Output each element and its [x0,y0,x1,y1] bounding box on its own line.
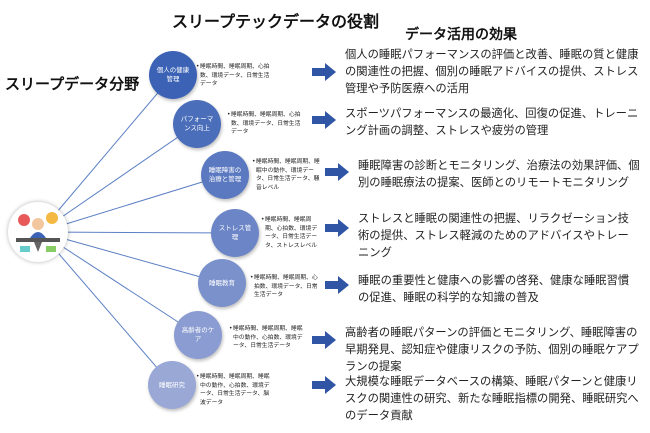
effects-title: データ活用の効果 [405,27,517,43]
role-label: 睡眠教育 [209,278,235,287]
data-types: 睡眠時間、睡眠周期、睡眠中の動作、心拍数、環境データ、日常生活データ、脳波データ [196,373,272,407]
connector-line [39,174,226,233]
sleep-data-hub-illustration [8,202,68,262]
role-label: 高齢者のケア [181,326,215,343]
right-arrow-icon [312,376,336,394]
data-types: 睡眠時間、睡眠周期、心拍数、環境データ、日常生活データ [227,111,303,137]
role-circle: 睡眠障害の治療と管理 [201,151,249,199]
role-label: 睡眠障害の治療と管理 [208,166,242,183]
data-types: 睡眠時間、睡眠周期、睡眠中の動作、心拍数、環境データ、日常生活データ [229,325,305,351]
effect-description: ストレスと睡眠の関連性の把握、リラクゼーション技術の提供、ストレス軽減のためのア… [358,212,629,259]
connector-line [39,231,173,386]
data-types: 睡眠時間、睡眠周期、心拍数、環境データ、日常生活データ [250,274,322,300]
effect-description: 睡眠障害の診断とモニタリング、治療法の効果評価、個別の睡眠療法の提案、医師とのリ… [358,159,640,189]
role-circle: 睡眠研究 [148,361,196,409]
role-circle: パフォーマンス向上 [173,100,221,148]
role-label: 個人の健康管理 [156,66,190,83]
data-types: 睡眠時間、睡眠周期、心拍数、環境データ、日常生活データ、ストレスレベル [261,216,322,250]
connector-line [39,231,236,234]
right-arrow-icon [325,219,349,237]
right-arrow-icon [312,111,336,129]
connector-line [39,123,198,233]
effect-description: 睡眠の重要性と健康への影響の啓発、健康な睡眠習慣の促進、睡眠の科学的な知識の普及 [358,274,630,304]
connector-line [39,231,223,284]
connector-line [39,231,199,336]
person-sleep-icon [16,212,60,252]
roles-title: スリープテックデータの役割 [172,12,380,31]
data-types: 睡眠時間、睡眠周期、心拍数、環境データ、日常生活データ [196,63,272,89]
role-circle: 個人の健康管理 [149,51,197,99]
role-circle: 高齢者のケア [174,311,222,359]
role-label: 睡眠研究 [159,380,185,389]
effect-description: スポーツパフォーマンスの最適化、回復の促進、トレーニング計画の調整、ストレスや疲… [345,107,639,137]
effect-description: 個人の睡眠パフォーマンスの評価と改善、睡眠の質と健康の関連性の把握、個別の睡眠ア… [345,48,639,95]
effect-description: 高齢者の睡眠パターンの評価とモニタリング、睡眠障害の早期発見、認知症や健康リスク… [345,326,639,373]
connector-line [39,74,174,233]
right-arrow-icon [325,276,349,294]
right-arrow-icon [312,331,336,349]
role-label: ストレス管理 [218,224,252,241]
data-types: 睡眠時間、睡眠周期、睡眠中の動作、環境データ、日常生活データ、騒音レベル [252,158,322,192]
role-circle: 睡眠教育 [198,259,246,307]
effect-description: 大規模な睡眠データベースの構築、睡眠パターンと健康リスクの関連性の研究、新たな睡… [345,375,639,422]
role-circle: ストレス管理 [211,209,259,257]
role-label: パフォーマンス向上 [180,115,214,132]
right-arrow-icon [312,63,336,81]
right-arrow-icon [325,163,349,181]
field-title: スリープデータ分野 [5,75,140,93]
